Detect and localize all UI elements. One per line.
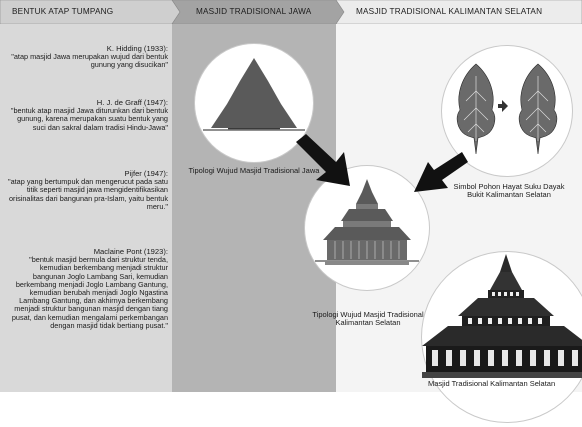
kalsel-tiered-roof-icon xyxy=(315,179,419,265)
quote-author: Pijfer (1947): xyxy=(124,169,168,178)
quote-text: "atap yang bertumpuk dan mengerucut pada… xyxy=(8,177,168,211)
header-band: BENTUK ATAP TUMPANG MASJID TRADISIONAL J… xyxy=(0,0,582,24)
caption-tree-symbol: Simbol Pohon Hayat Suku Dayak Bukit Kali… xyxy=(453,182,565,200)
quote-maclaine-pont: Maclaine Pont (1923): "bentuk masjid ber… xyxy=(8,247,168,330)
java-mosque-circle xyxy=(195,44,313,162)
quote-hidding: K. Hidding (1933): "atap masjid Jawa mer… xyxy=(8,44,168,70)
header-col1: BENTUK ATAP TUMPANG xyxy=(12,7,114,16)
java-tiered-roof-icon xyxy=(203,58,305,131)
caption-kalsel-photo: Masjid Tradisional Kalimantan Selatan xyxy=(428,379,556,388)
kalsel-mosque-photo-circle xyxy=(422,252,582,422)
caption-java-typology: Tipologi Wujud Masjid Tradisional Jawa xyxy=(188,166,320,175)
header-col2: MASJID TRADISIONAL JAWA xyxy=(196,7,312,16)
tree-of-life-circle xyxy=(442,46,572,176)
quote-author: K. Hidding (1933): xyxy=(106,44,168,53)
header-chevrons xyxy=(0,0,582,24)
quote-de-graff: H. J. de Graff (1947): "bentuk atap masj… xyxy=(8,98,168,132)
quote-author: Maclaine Pont (1923): xyxy=(93,247,168,256)
tree-of-life-icon xyxy=(456,63,558,155)
header-col3: MASJID TRADISIONAL KALIMANTAN SELATAN xyxy=(356,7,543,16)
arrow-java-to-kalsel-icon xyxy=(296,134,350,186)
quote-text: "bentuk atap masjid Jawa diturunkan dari… xyxy=(10,106,168,132)
quote-author: H. J. de Graff (1947): xyxy=(96,98,168,107)
column-roof-theories xyxy=(0,0,172,392)
quote-pijfer: Pijfer (1947): "atap yang bertumpuk dan … xyxy=(8,169,168,211)
quote-text: "atap masjid Jawa merupakan wujud dari b… xyxy=(11,52,168,70)
quote-text: "bentuk masjid bermula dari struktur ten… xyxy=(11,255,168,330)
arrow-tree-to-kalsel-icon xyxy=(414,152,468,192)
kalsel-mosque-circle xyxy=(305,166,429,290)
caption-kalsel-typology: Tipologi Wujud Masjid Tradisional Kalima… xyxy=(312,310,424,328)
kalsel-mosque-photo xyxy=(422,254,582,378)
